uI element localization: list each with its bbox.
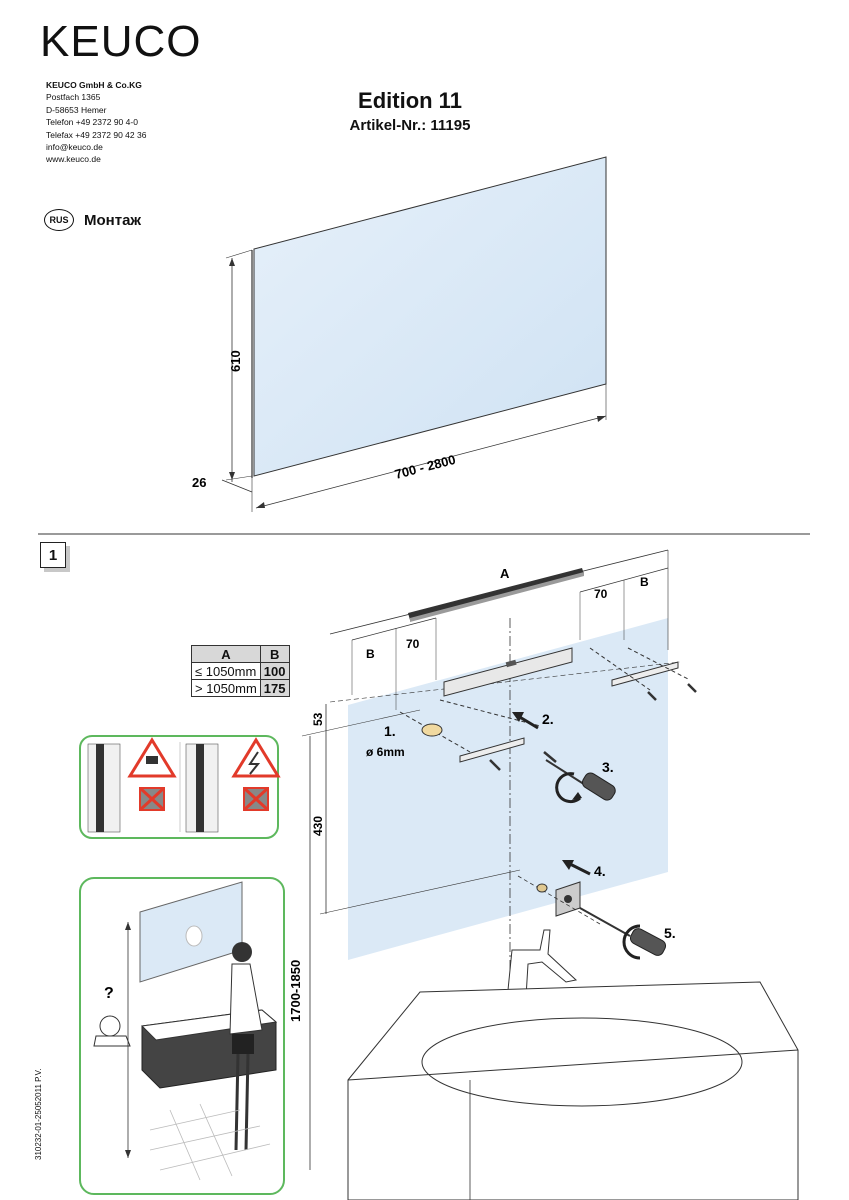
screwdriver-icon <box>545 759 616 804</box>
step-1-label: 1. <box>384 723 396 739</box>
dim-a-label: A <box>500 566 510 581</box>
article-number: Artikel-Nr.: 11195 <box>349 117 471 134</box>
table-cell: 175 <box>259 679 290 697</box>
dim-b-left: B <box>366 647 375 661</box>
dim-height-label: 610 <box>228 350 243 372</box>
company-address: KEUCO GmbH & Co.KG Postfach 1365 D-58653… <box>46 79 146 166</box>
section-heading: Монтаж <box>84 211 142 229</box>
mirror-panel <box>253 156 607 477</box>
dim-70-right: 70 <box>594 587 608 601</box>
bracket-distance-table: A B ≤ 1050mm 100 > 1050mm 175 <box>191 645 290 697</box>
step-5-label: 5. <box>664 925 676 941</box>
drill-diameter-label: ø 6mm <box>366 745 405 759</box>
address-line: D-58653 Hemer <box>46 104 107 115</box>
dim-70-left: 70 <box>406 637 420 651</box>
arrow-icon <box>562 860 591 876</box>
keuco-logo: KEUCO <box>40 17 202 66</box>
language-badge: RUS <box>44 209 74 231</box>
email-line: info@keuco.de <box>46 142 103 153</box>
dim-53-label: 53 <box>311 712 325 726</box>
table-row: > 1050mm 175 <box>191 679 290 697</box>
table-cell: 100 <box>259 662 290 680</box>
website-line: www.keuco.de <box>46 154 101 165</box>
language-section: RUS Монтаж <box>44 209 141 231</box>
address-line: Postfach 1365 <box>46 92 101 103</box>
step-2-label: 2. <box>542 711 554 727</box>
person-figure <box>229 942 263 1151</box>
dim-mounting-height: 1700-1850 <box>288 960 303 1022</box>
electric-warning-icon <box>185 737 281 833</box>
wall-plug <box>421 723 443 737</box>
section-divider <box>38 533 810 535</box>
step-3-label: 3. <box>602 759 614 775</box>
wall-bracket-right <box>611 661 679 687</box>
product-title-block: Edition 11 Artikel-Nr.: 11195 <box>300 88 520 134</box>
fax-line: Telefax +49 2372 90 42 36 <box>46 129 147 140</box>
wall-bracket-left <box>459 737 525 763</box>
dim-430-label: 430 <box>311 816 325 836</box>
table-cell: > 1050mm <box>191 679 261 697</box>
spirit-level <box>443 647 573 697</box>
table-cell: ≤ 1050mm <box>191 662 261 680</box>
question-person-icon: ? <box>93 985 131 1047</box>
arrow-icon <box>512 712 539 730</box>
warning-panel <box>79 735 279 839</box>
dim-b-right: B <box>640 575 649 589</box>
dim-width-label: 700 - 2800 <box>393 452 457 482</box>
table-row: ≤ 1050mm 100 <box>191 662 290 680</box>
table-header-a: A <box>191 645 261 663</box>
step-4-label: 4. <box>594 863 606 879</box>
table-header-b: B <box>259 645 290 663</box>
svg-text:?: ? <box>104 985 114 1002</box>
floor-tiles <box>149 1103 271 1181</box>
document-code: 310232-01-25052011 P.V. <box>34 1068 43 1161</box>
step-number-badge: 1 <box>40 542 66 568</box>
pipe-warning-icon <box>87 737 177 833</box>
installation-drawing: A 70 B B 70 <box>79 549 799 1200</box>
mirror-dimension-drawing: 610 26 700 - 2800 <box>192 156 607 512</box>
phone-line: Telefon +49 2372 90 4-0 <box>46 117 138 128</box>
screwdriver-icon <box>579 907 667 960</box>
company-name: KEUCO GmbH & Co.KG <box>46 80 142 90</box>
product-title: Edition 11 <box>358 88 462 113</box>
dim-depth-label: 26 <box>192 475 206 490</box>
